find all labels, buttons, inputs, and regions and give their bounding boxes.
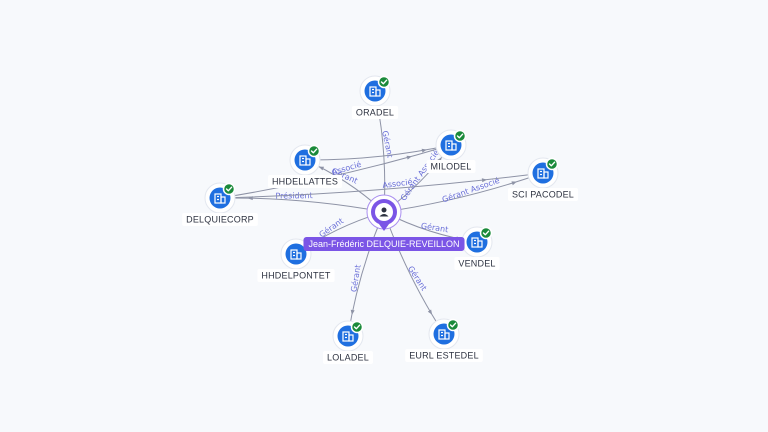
edge-arrow <box>406 155 412 160</box>
edge-label: Gérant <box>420 220 449 234</box>
company-node-loladel[interactable]: LOLADEL <box>323 320 373 364</box>
verified-check-icon <box>307 144 321 158</box>
edge-scipacodel <box>383 172 544 213</box>
label-box <box>454 257 500 270</box>
company-node-hhdelpontet[interactable]: HHDELPONTET <box>257 238 335 282</box>
edge-arrow <box>511 181 517 186</box>
company-label: LOLADEL <box>327 353 369 363</box>
company-node-milodel[interactable]: MILODEL <box>426 129 476 173</box>
company-label: VENDEL <box>458 259 495 269</box>
verified-check-icon <box>479 226 493 240</box>
label-box <box>426 160 476 173</box>
company-label: MILODEL <box>431 162 472 172</box>
company-label: HHDELLATTES <box>272 177 338 187</box>
verified-check-icon <box>453 129 467 143</box>
edge-arrow <box>350 309 355 315</box>
edge-arrow <box>421 148 427 153</box>
company-label: DELQUIECORP <box>186 215 254 225</box>
edge-label: Gérant <box>348 264 362 293</box>
edge-delquiecorp <box>219 197 385 213</box>
label-box <box>405 349 483 362</box>
edge-delquiecorp-scipacodel <box>219 172 544 199</box>
center-person-node[interactable]: Jean-Frédéric DELQUIE-REVEILLON <box>303 194 465 251</box>
building-icon <box>438 329 450 340</box>
company-label: HHDELPONTET <box>261 271 331 281</box>
company-node-oradel[interactable]: ORADEL <box>351 75 399 119</box>
building-icon <box>445 140 457 151</box>
company-node-hhdellattes[interactable]: HHDELLATTES <box>267 144 343 188</box>
edge-label: Gérant Associé <box>398 148 441 203</box>
company-node-scipacodel[interactable]: SCI PACODEL <box>507 157 579 201</box>
company-label: SCI PACODEL <box>512 190 574 200</box>
company-node-delquiecorp[interactable]: DELQUIECORP <box>182 182 258 226</box>
verified-check-icon <box>222 182 236 196</box>
building-icon <box>537 168 549 179</box>
person-icon <box>379 207 389 217</box>
verified-check-icon <box>377 75 391 89</box>
building-icon <box>342 331 354 342</box>
label-box <box>507 188 579 201</box>
edge-arrow <box>318 166 325 171</box>
pin-tail <box>379 224 389 231</box>
building-icon <box>471 237 483 248</box>
person-label-box <box>303 237 465 251</box>
company-label: ORADEL <box>356 108 394 118</box>
label-box <box>323 351 373 364</box>
verified-check-icon <box>446 318 460 332</box>
building-icon <box>290 249 302 260</box>
edge-label: Gérant <box>317 215 345 239</box>
building-icon <box>369 86 381 97</box>
company-label: EURL ESTEDEL <box>409 351 479 361</box>
company-node-vendel[interactable]: VENDEL <box>454 226 500 270</box>
verified-check-icon <box>350 320 364 334</box>
label-box <box>257 269 335 282</box>
edge-hhdellattes-milodel <box>304 144 452 161</box>
label-box <box>182 213 258 226</box>
edge-label: Associé <box>382 176 413 190</box>
company-node-eurlestedel[interactable]: EURL ESTEDEL <box>405 318 483 362</box>
edge-arrow <box>427 309 433 315</box>
edge-arrow <box>481 178 488 183</box>
verified-check-icon <box>545 157 559 171</box>
building-icon <box>299 155 311 166</box>
person-label: Jean-Frédéric DELQUIE-REVEILLON <box>308 239 459 249</box>
building-icon <box>214 193 226 204</box>
nodes-layer: ORADEL HHDELLATTES MILODEL SCI PACODEL DELQU… <box>182 75 579 364</box>
label-box <box>267 175 343 188</box>
label-box <box>351 106 399 119</box>
node-core <box>285 243 307 265</box>
